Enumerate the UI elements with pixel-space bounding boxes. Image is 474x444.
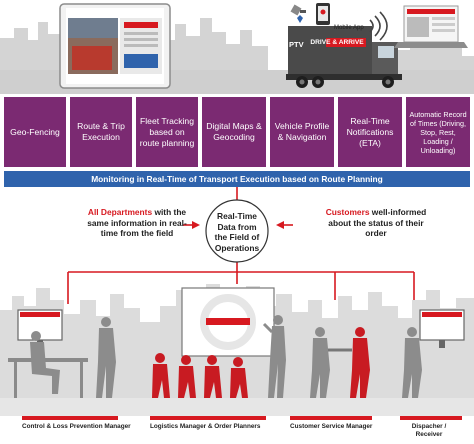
projection-screen <box>181 287 275 357</box>
feature-box-notifications: Real-Time Notifications (ETA) <box>338 97 402 167</box>
truck-panel-ptv: PTV <box>289 40 304 49</box>
mobile-app-label: Mobile App <box>334 25 364 31</box>
center-message: Real-Time Data from the Field of Operati… <box>214 211 260 253</box>
role-caption-logistics: Logistics Manager & Order Planners <box>150 423 261 430</box>
tablet-device <box>59 3 171 89</box>
center-data-circle <box>205 199 269 263</box>
role-bar-customer <box>290 416 372 420</box>
right-message-highlight: Customers <box>325 207 370 217</box>
satellite-icon <box>290 4 306 23</box>
role-bar-control <box>22 416 118 420</box>
left-message-highlight: All Departments <box>87 207 153 217</box>
role-bar-logistics <box>150 416 266 420</box>
feature-box-fleet-tracking: Fleet Tracking based on route planning <box>136 97 198 167</box>
feature-box-route-trip: Route & Trip Execution <box>70 97 132 167</box>
left-message-rest: with the same information in real-time f… <box>87 207 187 238</box>
wireless-signal-icon <box>369 11 388 41</box>
mobile-phone-icon <box>316 3 330 25</box>
role-caption-control: Control & Loss Prevention Manager <box>22 423 131 430</box>
skyline-truck-scene <box>0 3 474 94</box>
laptop-device <box>394 5 468 48</box>
feature-box-geofencing: Geo-Fencing <box>4 97 66 167</box>
feature-box-vehicle-profile: Vehicle Profile & Navigation <box>270 97 334 167</box>
left-message: All Departments with the same informatio… <box>80 207 194 239</box>
feature-box-auto-record: Automatic Record of Times (Driving, Stop… <box>406 97 470 167</box>
control-workstation <box>8 309 116 398</box>
monitoring-bar: Monitoring in Real-Time of Transport Exe… <box>4 171 470 187</box>
role-caption-dispatcher: Dispacher / Receiver <box>411 423 447 438</box>
office-scene <box>0 284 474 416</box>
feature-box-digital-maps: Digital Maps & Geocoding <box>202 97 266 167</box>
role-caption-customer: Customer Service Manager <box>290 423 373 430</box>
top-illustration: PTV DRIVE & ARRIVE Mobile App <box>0 0 474 94</box>
right-message: Customers well-informed about the status… <box>320 207 432 239</box>
presenter <box>262 315 286 398</box>
truck-panel-tagline: DRIVE & ARRIVE <box>310 39 364 46</box>
truck <box>286 26 402 88</box>
audience <box>152 353 248 398</box>
dispatcher-workstation <box>402 309 465 398</box>
right-message-rest: well-informed about the status of their … <box>328 207 427 238</box>
handshake-figures <box>310 327 370 398</box>
role-bar-dispatcher <box>400 416 462 420</box>
